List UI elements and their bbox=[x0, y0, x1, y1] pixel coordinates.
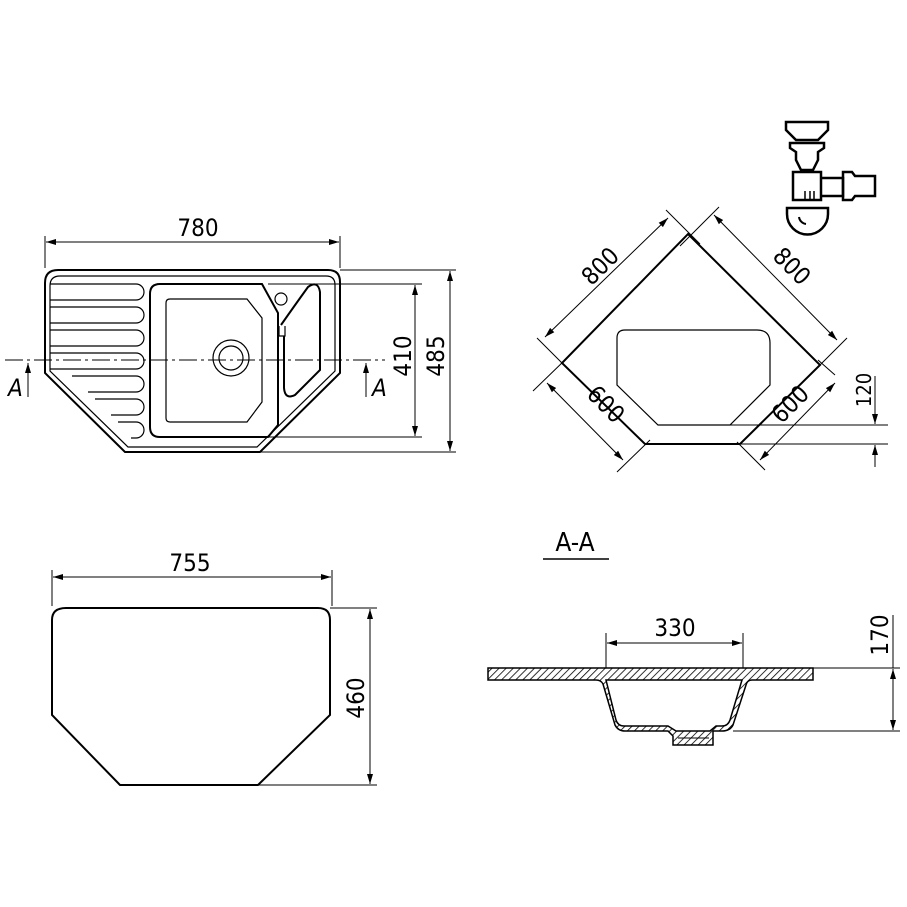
dimension-wall-left bbox=[544, 217, 669, 338]
bowl-width-label: 330 bbox=[654, 614, 695, 642]
depth-label: 170 bbox=[866, 614, 894, 655]
cutout-outline bbox=[51, 607, 331, 786]
wall-right-label: 800 bbox=[767, 242, 816, 291]
section-view: A-A 330 170 bbox=[487, 528, 900, 746]
dimension-side-right bbox=[759, 382, 836, 461]
dimension-side-left bbox=[546, 382, 624, 461]
overflow-channel bbox=[278, 326, 286, 337]
small-bowl bbox=[280, 283, 321, 398]
section-marker-left: A bbox=[6, 374, 23, 402]
cabinet-outline bbox=[560, 232, 822, 445]
sink-top-view: A A 780 410 485 bbox=[5, 214, 456, 453]
sink-inner-outline bbox=[49, 275, 336, 448]
main-bowl-inner bbox=[165, 298, 263, 423]
cutout-width-label: 755 bbox=[169, 549, 210, 577]
cutout-template-view: 755 460 bbox=[51, 549, 377, 786]
bowl-height-label: 410 bbox=[389, 335, 417, 376]
dimension-wall-right bbox=[713, 214, 838, 341]
main-bowl-outer bbox=[149, 283, 279, 438]
wall-left-label: 800 bbox=[576, 242, 625, 291]
section-title: A-A bbox=[555, 528, 594, 558]
drain-inner-icon bbox=[218, 345, 244, 371]
drain-outer-icon bbox=[212, 339, 250, 377]
corner-cabinet-view: 800 800 600 600 120 bbox=[532, 206, 888, 473]
offset-label: 120 bbox=[852, 373, 876, 407]
section-profile bbox=[487, 667, 814, 746]
total-height-label: 485 bbox=[422, 335, 450, 376]
side-right-label: 600 bbox=[766, 380, 815, 429]
section-marker-right: A bbox=[370, 374, 387, 402]
drainboard-grooves bbox=[50, 283, 145, 439]
cutout-height-label: 460 bbox=[342, 677, 370, 718]
sink-outer-outline bbox=[44, 269, 341, 453]
siphon-icon bbox=[784, 120, 877, 236]
tap-hole-icon bbox=[274, 292, 288, 306]
width-label: 780 bbox=[177, 214, 218, 242]
sink-cutout-outline bbox=[616, 329, 771, 426]
